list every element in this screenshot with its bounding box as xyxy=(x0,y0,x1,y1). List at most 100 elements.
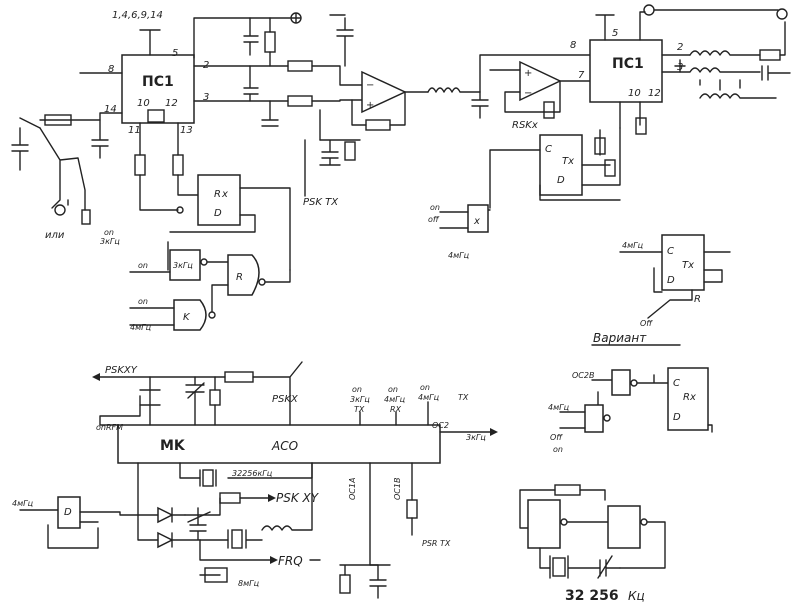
or-label: или xyxy=(45,230,65,241)
freq-3k-label-b: 3кГц xyxy=(466,433,486,442)
ff-c-label: C xyxy=(545,144,552,155)
opamp-right xyxy=(519,60,562,102)
rpin-10: 10 xyxy=(628,88,641,99)
off-label-ff: Off xyxy=(640,319,653,328)
power-terminal-mid xyxy=(643,4,655,16)
gate-r xyxy=(227,254,260,296)
rs-r-label: R xyxy=(214,189,221,200)
svg-text:R: R xyxy=(236,272,243,283)
freq-4m-label-ff: 4мГц xyxy=(622,241,644,250)
pin-12: 12 xyxy=(165,98,178,109)
variant-rx-label: Rx xyxy=(683,392,696,403)
ic-right-label: ПС1 xyxy=(612,56,644,72)
xtal-label: 32256кГц xyxy=(232,469,273,478)
on-mk1c: TX xyxy=(354,405,365,414)
pin-14: 14 xyxy=(104,104,117,115)
off-label-r: off xyxy=(428,215,440,224)
oc2-label: OC2 xyxy=(432,421,449,430)
on-mk3: on xyxy=(420,383,430,392)
variant-d-label: D xyxy=(673,412,681,423)
variant-title: Вариант xyxy=(593,331,647,345)
svg-text:−: − xyxy=(366,80,374,91)
ff2-r-label: R xyxy=(694,294,701,305)
rskx-label: RSKx xyxy=(512,120,538,131)
svg-text:x: x xyxy=(221,189,228,200)
svg-text:−: − xyxy=(524,88,532,99)
variant-c-label: C xyxy=(673,378,680,389)
osc-gate-a xyxy=(527,499,561,549)
pin-5: 5 xyxy=(172,48,178,59)
aco-label: ACO xyxy=(271,439,298,453)
pin-8: 8 xyxy=(108,64,114,75)
freq-4m-label-a: 4мГц xyxy=(130,323,152,332)
tx-trigger xyxy=(539,134,583,196)
freq-4m-label-v: 4мГц xyxy=(548,403,570,412)
gate-input xyxy=(467,204,489,233)
psk-xy2-label: PSK XY xyxy=(276,491,320,505)
rpin-12: 12 xyxy=(648,88,661,99)
freq-8m-label: 8мГц xyxy=(238,579,260,588)
oc2b-label: OC2B xyxy=(572,371,594,380)
freq-4m-label-r: 4мГц xyxy=(448,251,470,260)
gate-4m xyxy=(57,496,81,529)
on-mk2c: RX xyxy=(390,405,402,414)
variant-gate-a xyxy=(611,369,631,396)
on-label-1: on xyxy=(138,261,148,270)
rs-trigger xyxy=(197,174,241,226)
rs-d-label: D xyxy=(214,208,222,219)
ic-left: ПС1 5 8 2 3 10 12 11 13 14 xyxy=(104,48,209,136)
svg-text:+: + xyxy=(524,68,532,79)
power-terminal-right xyxy=(776,8,788,20)
gate-3k-label: 3кГц xyxy=(173,261,193,270)
freq-3k-label-a: 3кГц xyxy=(100,237,120,246)
psr-tx-label: PSR TX xyxy=(422,539,451,548)
power-terminal-left xyxy=(290,12,302,24)
on-label-2: on xyxy=(138,297,148,306)
on-mk3b: 4мГц xyxy=(418,393,440,402)
gate-3k xyxy=(169,249,201,281)
on-mk2: on xyxy=(388,385,398,394)
on-label-a: on xyxy=(104,228,114,237)
pin-3: 3 xyxy=(203,92,209,103)
psk-tx-top-label: PSK TX xyxy=(303,197,339,208)
oc1a-label: OC1A xyxy=(348,478,357,500)
ff2-tx-label: Tx xyxy=(682,260,694,271)
pskxy-label: PSKXY xyxy=(105,365,138,376)
osc-unit-label: Кц xyxy=(628,589,645,603)
opamp-left xyxy=(361,70,407,114)
variant-gate-b xyxy=(584,404,604,433)
ic-right xyxy=(589,39,663,103)
on-rfm-label: onRFM xyxy=(96,423,123,432)
rpin-2: 2 xyxy=(677,42,683,53)
off-label-v: Off xyxy=(550,433,563,442)
gate-k xyxy=(173,299,207,331)
rpin-5: 5 xyxy=(612,28,618,39)
ic-left-label: ПС1 xyxy=(142,74,174,90)
pin-list-label: 1,4,6,9,14 xyxy=(112,10,163,21)
pin-13: 13 xyxy=(180,125,193,136)
on-mk1: on xyxy=(352,385,362,394)
on-label-v: on xyxy=(553,445,563,454)
ff2-d-label: D xyxy=(667,275,675,286)
svg-text:+: + xyxy=(366,100,374,111)
ff2-c-label: C xyxy=(667,246,674,257)
pin-11: 11 xyxy=(128,125,141,136)
gate-k-label: K xyxy=(183,312,191,323)
frq-label: FRQ xyxy=(278,554,303,568)
tx-mk: TX xyxy=(458,393,469,402)
svg-text:x: x xyxy=(473,216,480,227)
variant-trigger xyxy=(667,367,709,431)
osc-freq-label: 32 256 xyxy=(565,588,619,604)
freq-4m-label-b: 4мГц xyxy=(12,499,34,508)
osc-gate-b xyxy=(607,505,641,549)
pin-10: 10 xyxy=(137,98,150,109)
svg-text:D: D xyxy=(64,507,72,518)
on-mk2b: 4мГц xyxy=(384,395,406,404)
on-label-r: on xyxy=(430,203,440,212)
on-mk1b: 3кГц xyxy=(350,395,370,404)
ff-tx-label: Tx xyxy=(562,156,574,167)
rpin-8: 8 xyxy=(570,40,576,51)
tx-trigger-2 xyxy=(661,234,705,291)
